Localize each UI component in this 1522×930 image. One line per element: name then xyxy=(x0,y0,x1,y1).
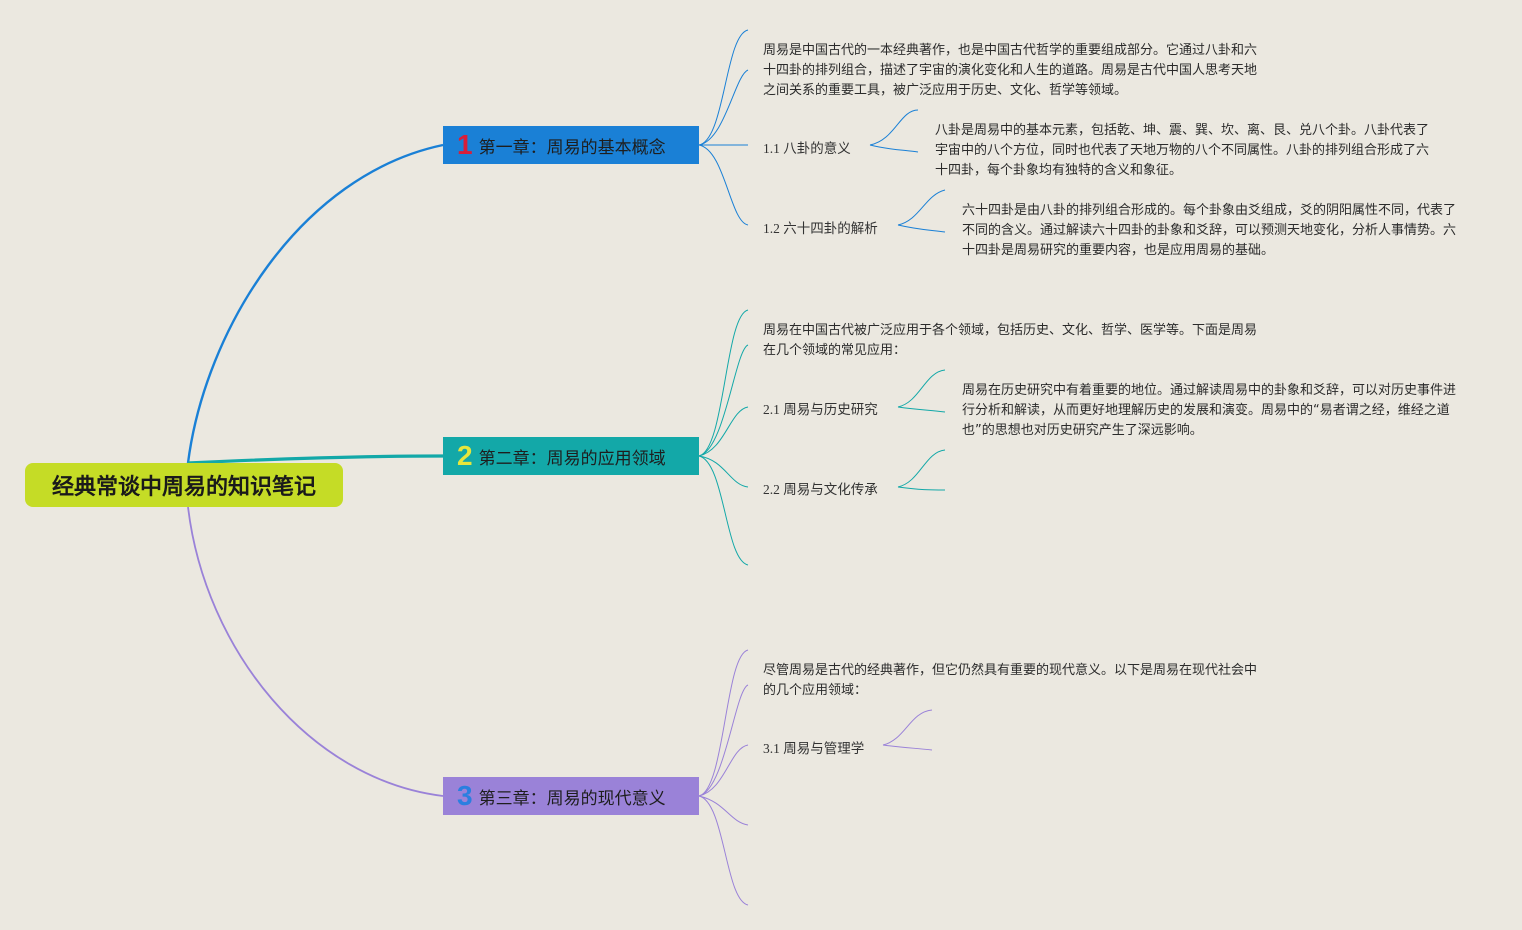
chapter-3-intro[interactable]: 尽管周易是古代的经典著作，但它仍然具有重要的现代意义。以下是周易在现代社会中的几… xyxy=(763,663,1258,698)
section-3-1[interactable]: 3.1 周易与管理学 xyxy=(763,741,865,756)
chapter-3-node[interactable]: 3 第三章：周易的现代意义 xyxy=(443,777,699,815)
connector-root-ch1 xyxy=(186,143,444,464)
chapter-number: 2 xyxy=(457,440,473,471)
section-2-1-text[interactable]: 周易在历史研究中有着重要的地位。通过解读周易中的卦象和爻辞，可以对历史事件进行分… xyxy=(962,383,1457,438)
section-1-2[interactable]: 1.2 六十四卦的解析 xyxy=(763,221,878,236)
chapter-1-node[interactable]: 1 第一章：周易的基本概念 xyxy=(443,126,699,164)
chapter-label: 第一章：周易的基本概念 xyxy=(478,137,666,158)
section-1-2-text[interactable]: 六十四卦是由八卦的排列组合形成的。每个卦象由爻组成，爻的阴阳属性不同，代表了不同… xyxy=(962,203,1457,258)
connector-root-ch3 xyxy=(187,506,444,797)
chapter-number: 1 xyxy=(457,129,473,160)
section-1-1-text[interactable]: 八卦是周易中的基本元素，包括乾、坤、震、巽、坎、离、艮、兑八个卦。八卦代表了宇宙… xyxy=(935,123,1430,178)
chapter-1-intro[interactable]: 周易是中国古代的一本经典著作，也是中国古代哲学的重要组成部分。它通过八卦和六十四… xyxy=(763,43,1258,98)
ch1-branches xyxy=(698,29,946,233)
root-topic[interactable]: 经典常谈中周易的知识笔记 xyxy=(25,463,343,507)
connector-root-ch2 xyxy=(187,454,444,465)
chapter-label: 第二章：周易的应用领域 xyxy=(478,448,666,469)
section-2-2[interactable]: 2.2 周易与文化传承 xyxy=(763,482,878,497)
section-2-1[interactable]: 2.1 周易与历史研究 xyxy=(763,402,878,417)
chapter-2-node[interactable]: 2 第二章：周易的应用领域 xyxy=(443,437,699,475)
ch3-branches xyxy=(698,649,933,906)
section-1-1[interactable]: 1.1 八卦的意义 xyxy=(763,141,851,156)
chapter-2-intro[interactable]: 周易在中国古代被广泛应用于各个领域，包括历史、文化、哲学、医学等。下面是周易在几… xyxy=(763,323,1258,358)
chapter-label: 第三章：周易的现代意义 xyxy=(478,788,666,809)
ch2-branches xyxy=(698,309,946,566)
chapter-number: 3 xyxy=(457,780,473,811)
